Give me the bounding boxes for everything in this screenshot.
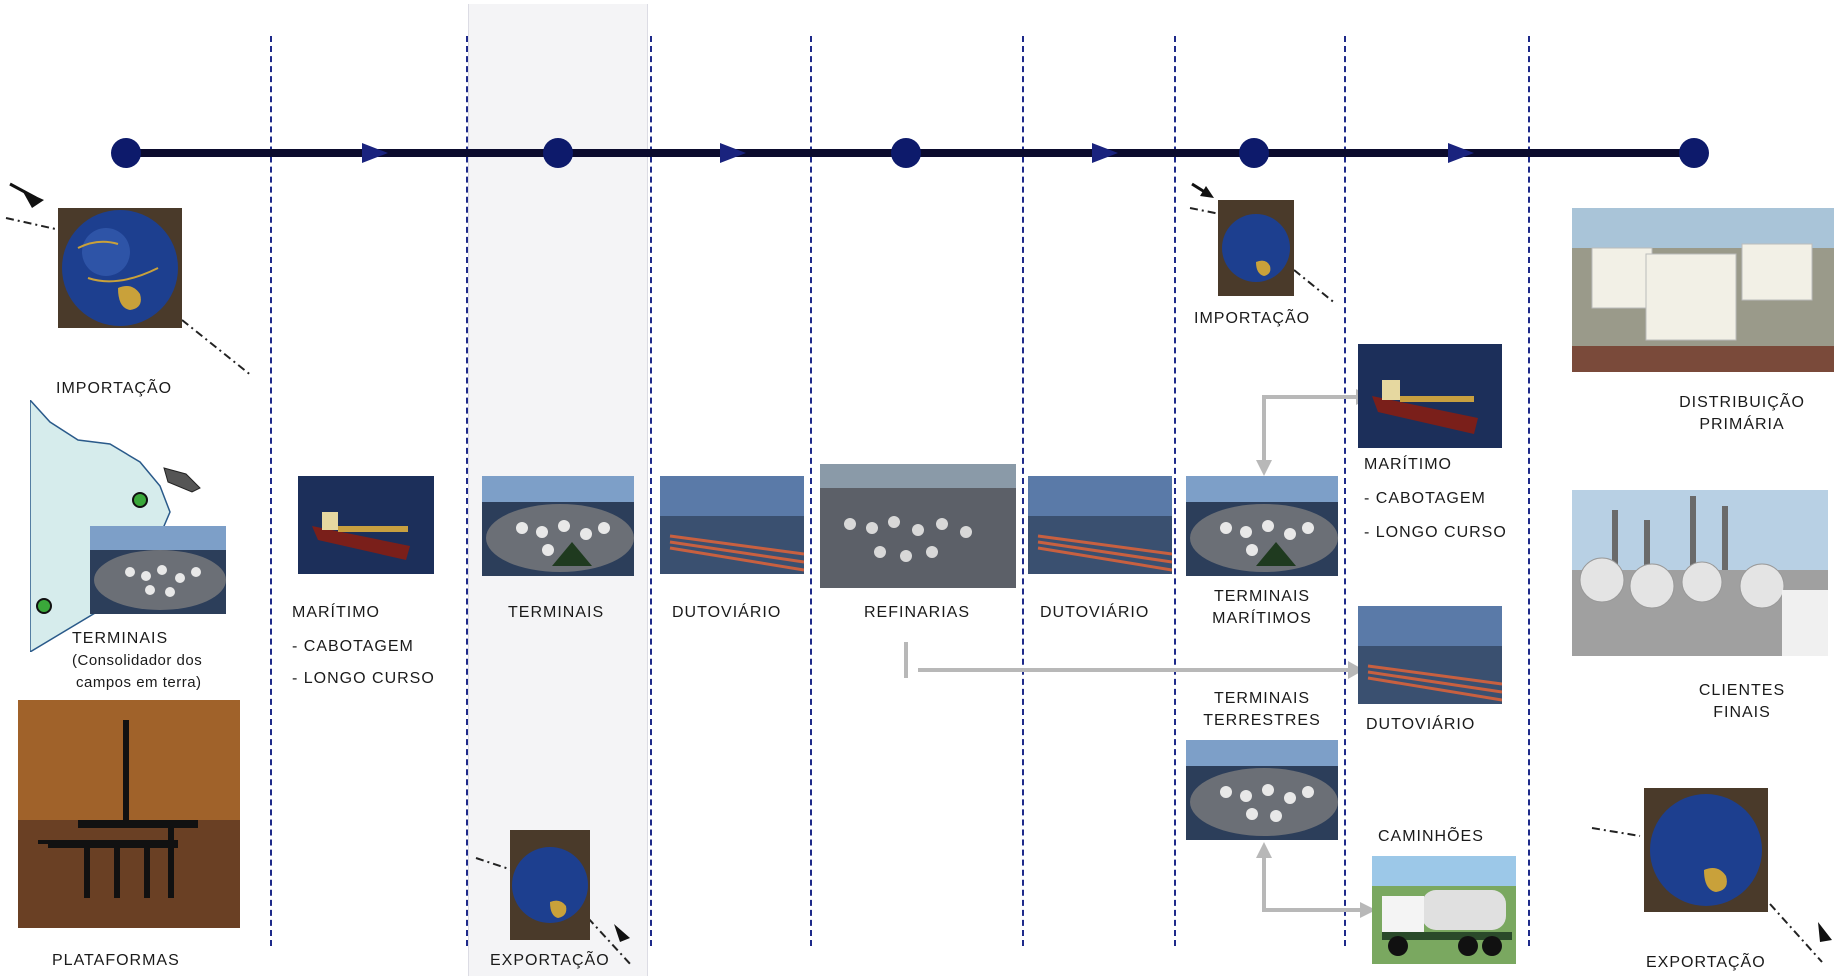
terminais-terrestres-label-1: TERMINAIS xyxy=(1213,690,1311,707)
column-separator xyxy=(270,36,272,946)
terminal-tanks-icon xyxy=(1186,740,1338,840)
exportacao-mid-label: EXPORTAÇÃO xyxy=(490,952,610,969)
pipeline-icon xyxy=(1028,476,1172,574)
column-separator xyxy=(1528,36,1530,946)
distribuicao-label-1: DISTRIBUIÇÃO xyxy=(1679,394,1805,411)
clientes-label-1: CLIENTES xyxy=(1698,682,1786,699)
timeline-node xyxy=(543,138,573,168)
globe-icon xyxy=(510,830,590,940)
column-separator xyxy=(1344,36,1346,946)
maritimo2-label: MARÍTIMO xyxy=(1364,456,1452,473)
longo-curso2-label: - LONGO CURSO xyxy=(1364,524,1507,541)
platform-icon xyxy=(18,700,240,928)
column-separator xyxy=(810,36,812,946)
terminais-terrestres-label-2: TERRESTRES xyxy=(1203,712,1321,729)
industrial-plant-icon xyxy=(1572,490,1828,656)
terminais-left-label: TERMINAIS xyxy=(72,630,169,647)
globe-icon xyxy=(58,208,182,328)
dutoviario3-label: DUTOVIÁRIO xyxy=(1366,716,1476,733)
timeline-node xyxy=(1239,138,1269,168)
exportacao-right-label: EXPORTAÇÃO xyxy=(1646,954,1766,971)
column-separator xyxy=(650,36,652,946)
terminais-maritimos-label-2: MARÍTIMOS xyxy=(1212,610,1312,627)
cabotagem2-label: - CABOTAGEM xyxy=(1364,490,1486,507)
pipeline-icon xyxy=(1358,606,1502,704)
terminal-tanks-icon xyxy=(90,526,226,614)
column-separator xyxy=(466,36,468,946)
terminal-tanks-icon xyxy=(482,476,634,576)
importacao-left-label: IMPORTAÇÃO xyxy=(56,380,173,397)
globe-icon xyxy=(1644,788,1768,912)
timeline-node xyxy=(111,138,141,168)
column-separator xyxy=(1174,36,1176,946)
ship-icon xyxy=(1358,344,1502,448)
refinery-icon xyxy=(820,464,1016,588)
timeline xyxy=(111,138,1709,168)
pipeline-icon xyxy=(660,476,804,574)
cabotagem1-label: - CABOTAGEM xyxy=(292,638,414,655)
terminal-tanks-icon xyxy=(1186,476,1338,576)
timeline-arrow-icon xyxy=(1092,143,1118,163)
timeline-arrow-icon xyxy=(1448,143,1474,163)
storage-tanks-icon xyxy=(1572,208,1834,372)
dutoviario1-label: DUTOVIÁRIO xyxy=(672,604,782,621)
timeline-node xyxy=(1679,138,1709,168)
plataformas-label: PLATAFORMAS xyxy=(52,952,180,969)
terminais-mid-label: TERMINAIS xyxy=(508,604,605,621)
terminais-maritimos-label-1: TERMINAIS xyxy=(1213,588,1311,605)
globe-icon xyxy=(1218,200,1294,296)
column-separator xyxy=(1022,36,1024,946)
caminhoes-label: CAMINHÕES xyxy=(1378,828,1484,845)
timeline-node xyxy=(891,138,921,168)
dutoviario2-label: DUTOVIÁRIO xyxy=(1040,604,1150,621)
terminais-left-sub2: campos em terra) xyxy=(76,674,202,691)
importacao-right-label: IMPORTAÇÃO xyxy=(1194,310,1311,327)
timeline-arrow-icon xyxy=(720,143,746,163)
distribuicao-label-2: PRIMÁRIA xyxy=(1699,416,1785,433)
refinarias-label: REFINARIAS xyxy=(864,604,971,621)
ship-icon xyxy=(298,476,434,574)
timeline-arrow-icon xyxy=(362,143,388,163)
maritimo1-label: MARÍTIMO xyxy=(292,604,380,621)
longo-curso1-label: - LONGO CURSO xyxy=(292,670,435,687)
clientes-label-2: FINAIS xyxy=(1713,704,1771,721)
truck-icon xyxy=(1372,856,1516,964)
terminais-left-sub1: (Consolidador dos xyxy=(72,652,203,669)
